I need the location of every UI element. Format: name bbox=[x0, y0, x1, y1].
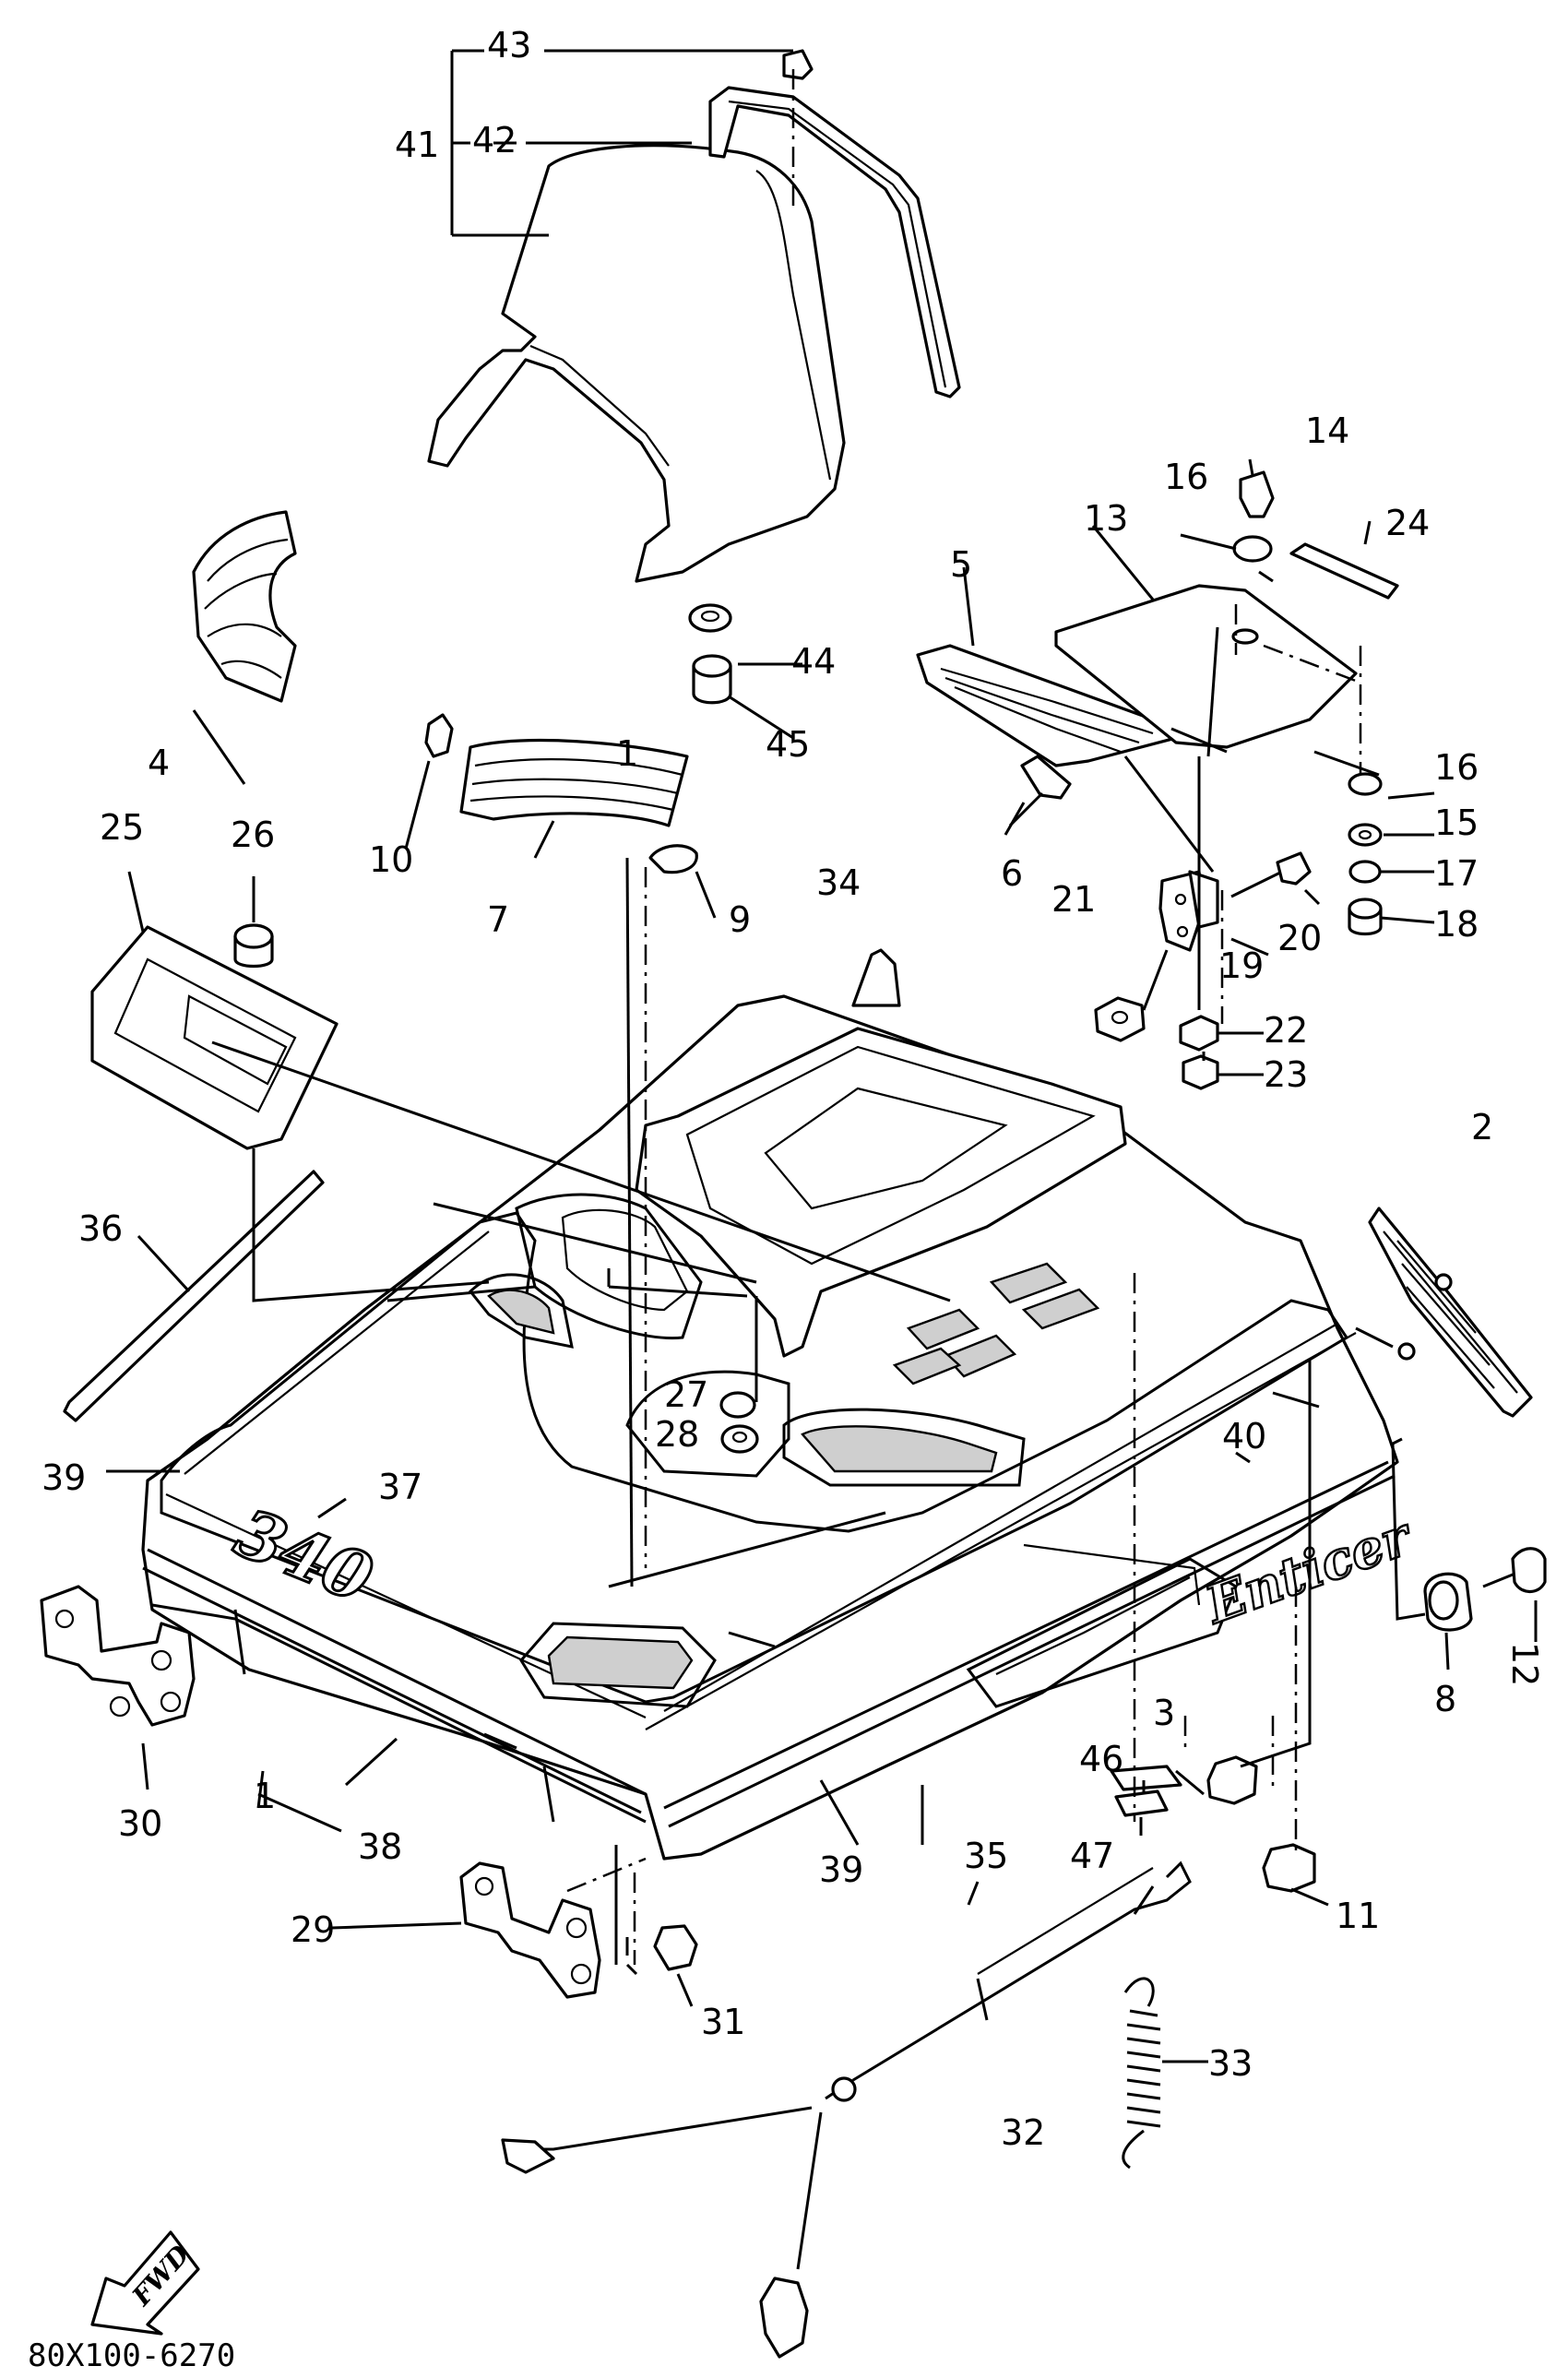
label-40: 40 bbox=[1222, 1416, 1266, 1457]
grommet-28 bbox=[720, 1424, 759, 1454]
label-12: 12 bbox=[1504, 1642, 1545, 1686]
label-16b: 16 bbox=[1434, 747, 1479, 788]
label-34: 34 bbox=[816, 862, 861, 903]
spring-33 bbox=[1122, 1977, 1161, 2170]
access-lid bbox=[1054, 584, 1358, 749]
label-44: 44 bbox=[791, 641, 836, 682]
label-28: 28 bbox=[655, 1414, 699, 1455]
label-36: 36 bbox=[78, 1208, 123, 1249]
grommet-26 bbox=[233, 923, 274, 969]
part-labels: 43 41 42 14 16 13 24 5 44 45 4 16 15 17 … bbox=[42, 25, 1545, 2153]
hood-shell bbox=[141, 994, 1399, 1861]
fwd-arrow: FWD bbox=[90, 2230, 200, 2336]
label-37: 37 bbox=[378, 1467, 422, 1507]
shim-47 bbox=[1114, 1789, 1169, 1817]
grommet-11 bbox=[1262, 1843, 1316, 1893]
label-35: 35 bbox=[964, 1836, 1008, 1876]
label-19: 19 bbox=[1219, 945, 1264, 986]
label-18: 18 bbox=[1434, 904, 1479, 945]
grommet-3 bbox=[1206, 1755, 1258, 1805]
top-vent-cover bbox=[916, 644, 1178, 767]
clip-9 bbox=[648, 844, 698, 874]
label-9: 9 bbox=[729, 899, 751, 940]
label-27: 27 bbox=[664, 1374, 708, 1415]
hinge-bracket-19 bbox=[1158, 870, 1219, 952]
side-louver-left bbox=[192, 510, 297, 703]
cable-32 bbox=[501, 1861, 1192, 2359]
washer-16a bbox=[1232, 535, 1273, 563]
collar-45 bbox=[692, 654, 732, 705]
label-10: 10 bbox=[369, 839, 413, 880]
center-louver bbox=[459, 739, 689, 827]
label-39a: 39 bbox=[42, 1457, 86, 1498]
label-6: 6 bbox=[1001, 853, 1023, 894]
clip-34 bbox=[851, 948, 901, 1007]
label-38: 38 bbox=[358, 1826, 402, 1867]
left-vent-frame bbox=[90, 925, 339, 1150]
label-15: 15 bbox=[1434, 803, 1479, 843]
label-42: 42 bbox=[472, 120, 517, 161]
label-3: 3 bbox=[1153, 1693, 1175, 1733]
windshield-trim bbox=[708, 49, 961, 398]
nut-22 bbox=[1179, 1015, 1219, 1052]
nut-23 bbox=[1182, 1054, 1219, 1090]
diagram-code: 80X100-6270 bbox=[28, 2337, 235, 2374]
label-8: 8 bbox=[1434, 1679, 1456, 1719]
label-1a: 1 bbox=[616, 733, 638, 774]
clip-10 bbox=[424, 713, 454, 758]
label-45: 45 bbox=[766, 724, 810, 765]
label-32: 32 bbox=[1001, 2112, 1045, 2153]
label-47: 47 bbox=[1070, 1836, 1114, 1876]
label-43: 43 bbox=[487, 25, 531, 65]
bolt-12 bbox=[1482, 1547, 1547, 1594]
label-14: 14 bbox=[1305, 410, 1349, 451]
nut-21 bbox=[1094, 996, 1146, 1042]
label-13: 13 bbox=[1084, 498, 1128, 539]
label-20: 20 bbox=[1277, 918, 1322, 958]
label-33: 33 bbox=[1208, 2043, 1253, 2084]
label-4: 4 bbox=[148, 743, 170, 783]
rod-24 bbox=[1289, 542, 1399, 600]
label-21: 21 bbox=[1051, 879, 1096, 920]
hinge-30 bbox=[40, 1585, 196, 1727]
side-louver-right bbox=[1368, 1207, 1533, 1418]
label-39b: 39 bbox=[819, 1849, 863, 1890]
clip-6 bbox=[1020, 755, 1072, 800]
leader-41-43 bbox=[450, 49, 795, 237]
label-31: 31 bbox=[701, 2002, 745, 2042]
label-2: 2 bbox=[1471, 1107, 1493, 1147]
label-11: 11 bbox=[1336, 1896, 1380, 1936]
bolt-20 bbox=[1230, 851, 1312, 898]
label-24: 24 bbox=[1385, 503, 1430, 543]
shim-46 bbox=[1110, 1765, 1182, 1791]
label-46: 46 bbox=[1079, 1739, 1123, 1779]
grommet-31 bbox=[653, 1924, 698, 1971]
collar-8 bbox=[1423, 1572, 1473, 1632]
washer-44 bbox=[688, 603, 732, 633]
label-26: 26 bbox=[231, 814, 275, 855]
label-16a: 16 bbox=[1164, 457, 1208, 497]
fastener-stack bbox=[1348, 772, 1383, 936]
label-29: 29 bbox=[291, 1909, 335, 1950]
label-25: 25 bbox=[100, 807, 144, 848]
label-5: 5 bbox=[950, 544, 972, 585]
knob-14 bbox=[1239, 470, 1275, 518]
leader-lines bbox=[106, 141, 1538, 2063]
label-1b: 1 bbox=[254, 1776, 276, 1816]
label-30: 30 bbox=[118, 1803, 162, 1844]
windshield bbox=[427, 144, 846, 583]
label-23: 23 bbox=[1264, 1054, 1308, 1095]
rubber-strip-36 bbox=[63, 1170, 325, 1422]
label-41: 41 bbox=[395, 125, 439, 165]
label-17: 17 bbox=[1434, 853, 1479, 894]
grommet-27 bbox=[719, 1391, 756, 1419]
label-7: 7 bbox=[487, 899, 509, 940]
label-22: 22 bbox=[1264, 1010, 1308, 1051]
hinge-29 bbox=[459, 1861, 601, 1999]
